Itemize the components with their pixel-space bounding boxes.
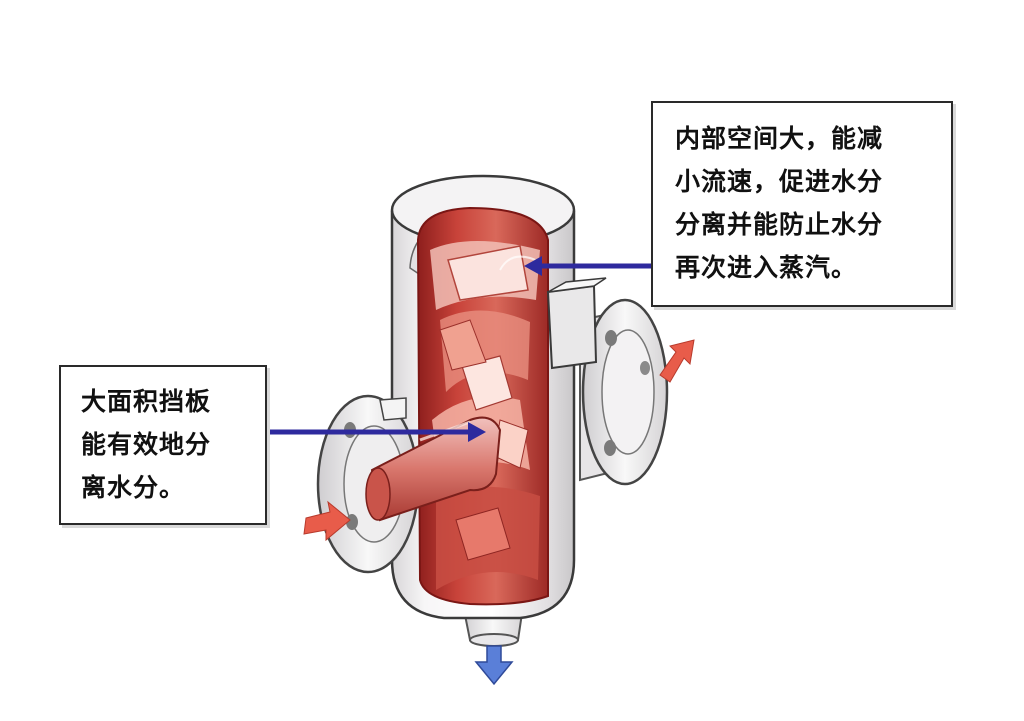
vessel-interior-cutaway [416, 206, 549, 606]
arrow-right-icon [303, 500, 351, 542]
callout-text-line: 能有效地分 [81, 430, 212, 459]
callout-text-line: 内部空间大，能减 [675, 124, 884, 153]
callout-text-line: 小流速，促进水分 [675, 167, 884, 196]
baffle-plate-pointer-arrow [268, 422, 486, 442]
callout-text-line: 大面积挡板 [81, 387, 212, 416]
callout-text-line: 分离并能防止水分 [675, 210, 884, 239]
callout-text-line: 离水分。 [81, 473, 186, 502]
baffle-plate-callout: 大面积挡板 能有效地分 离水分。 [59, 365, 267, 525]
baffle-plate [546, 277, 607, 370]
callout-text-line: 再次进入蒸汽。 [675, 253, 858, 282]
interior-space-pointer-arrow [524, 256, 652, 276]
arrow-down-icon [474, 645, 514, 686]
outlet-flange [579, 298, 669, 486]
arrow-up-right-icon [659, 339, 695, 383]
interior-space-callout: 内部空间大，能减 小流速，促进水分 分离并能防止水分 再次进入蒸汽。 [651, 101, 953, 307]
